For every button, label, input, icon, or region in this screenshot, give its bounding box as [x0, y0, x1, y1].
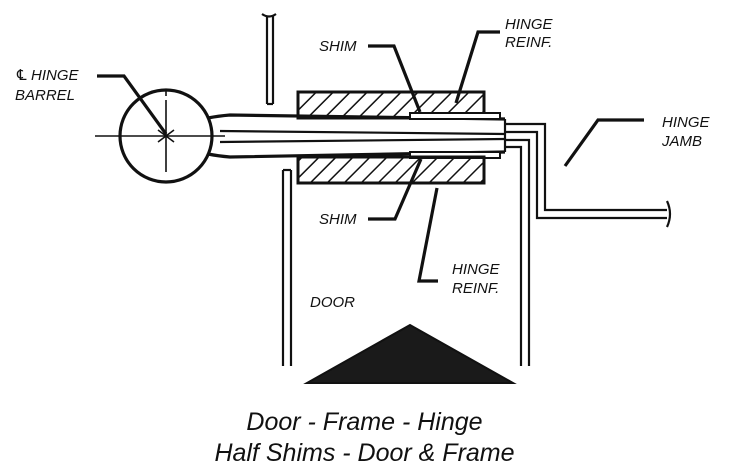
hinge-reinf-bottom-label-line1: HINGE — [452, 261, 501, 278]
hinge-reinf-bottom-block — [296, 155, 486, 185]
hinge-barrel-label-line1: HINGE — [31, 67, 80, 84]
hinge-jamb-label-line2: JAMB — [661, 133, 702, 150]
top-post — [261, 13, 277, 106]
hinge-reinf-bottom-label-line2: REINF. — [452, 280, 499, 297]
red-marks — [505, 123, 518, 148]
door-label: DOOR — [310, 294, 355, 311]
hinge-reinf-top-label-line2: REINF. — [505, 34, 552, 51]
hinge-leaf — [207, 113, 507, 159]
shim-top-label: SHIM — [319, 38, 357, 55]
caption-line-2: Half Shims - Door & Frame — [214, 439, 515, 467]
hinge-reinf-top-label-line1: HINGE — [505, 16, 554, 33]
door-triangle — [303, 323, 517, 384]
centerline-symbol: ℄ — [15, 67, 28, 84]
hinge-barrel-label-line2: BARREL — [15, 87, 75, 104]
leader-lines — [97, 30, 644, 283]
door-edge — [281, 168, 293, 366]
hinge-jamb-label-line1: HINGE — [662, 114, 711, 131]
shim-top-block — [409, 112, 501, 120]
caption-line-1: Door - Frame - Hinge — [246, 408, 483, 436]
shim-bottom-label: SHIM — [319, 211, 357, 228]
hinge-barrel — [95, 88, 225, 184]
hinge-jamb — [505, 122, 672, 366]
